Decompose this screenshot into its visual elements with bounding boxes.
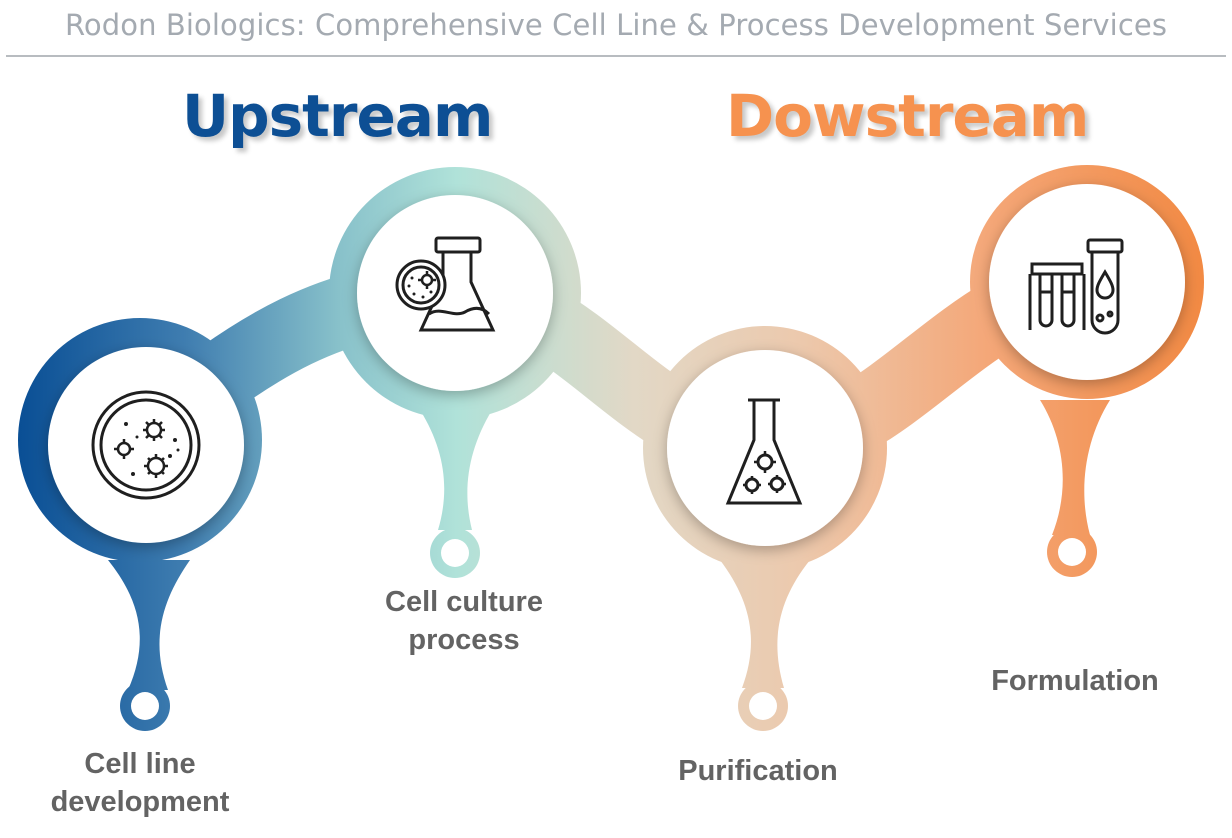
- petri-dish-icon: [91, 390, 201, 500]
- flask-gears-icon: [725, 398, 803, 505]
- downstream-heading: Dowstream: [726, 82, 1089, 150]
- step-label-line1: Cell line: [84, 748, 196, 780]
- end-nodes: [120, 527, 1097, 731]
- step-label-line1: Purification: [678, 755, 838, 787]
- step-label-formulation: Formulation: [965, 662, 1185, 700]
- flask-culture-icon: [395, 236, 496, 332]
- step-label-line2: development: [50, 786, 230, 818]
- upstream-heading: Upstream: [182, 82, 493, 150]
- flow-connector: [104, 246, 1123, 485]
- step-label-line1: Cell culture: [385, 586, 543, 618]
- step-label-purification: Purification: [648, 752, 868, 790]
- title-divider: [6, 55, 1226, 57]
- step-label-cell-culture: Cell culture process: [354, 583, 574, 659]
- step-label-line2: process: [408, 624, 520, 656]
- step-label-cell-line: Cell line development: [30, 745, 250, 821]
- icon-circles: [48, 184, 1185, 546]
- page-title: Rodon Biologics: Comprehensive Cell Line…: [64, 8, 1168, 42]
- test-tubes-icon: [1028, 238, 1124, 335]
- connector-stems: [108, 400, 1110, 690]
- step-label-line1: Formulation: [991, 665, 1159, 697]
